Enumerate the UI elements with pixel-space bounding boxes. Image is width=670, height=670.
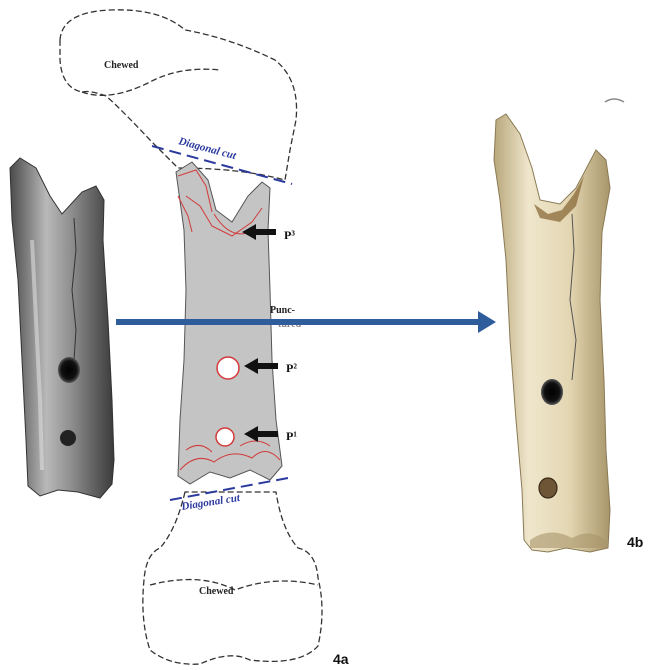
connecting-arrow xyxy=(116,311,496,333)
label-p2: P² xyxy=(286,361,297,375)
femur-distal-outline xyxy=(143,492,322,664)
femur-head-detail xyxy=(82,69,220,95)
bw-flute-body xyxy=(10,158,114,498)
shaft-hole-lower xyxy=(216,428,234,446)
arrow-right-icon xyxy=(478,311,496,333)
color-flute-hole-upper xyxy=(541,379,563,405)
label-punctured-1: Punc- xyxy=(270,305,295,316)
color-flute-hole-lower xyxy=(539,478,557,498)
femur-condyle-line xyxy=(150,580,318,590)
label-diagonal-cut-bottom: Diagonal cut xyxy=(180,492,242,513)
color-flute-photo: 4b xyxy=(494,99,643,552)
shaft-hole-middle xyxy=(217,357,239,379)
bw-flute-photo xyxy=(10,158,114,498)
bw-flute-hole-lower xyxy=(60,430,76,446)
bw-flute-hole-upper xyxy=(58,357,80,383)
arrow-shaft xyxy=(116,319,478,325)
label-figure-4a: 4a xyxy=(333,651,349,667)
label-p1: P¹ xyxy=(286,429,297,443)
label-p3: P³ xyxy=(284,228,295,242)
label-chewed-bottom: Chewed xyxy=(199,586,234,597)
label-figure-4b: 4b xyxy=(627,534,643,550)
corner-mark xyxy=(605,99,624,102)
label-diagonal-cut-top: Diagonal cut xyxy=(176,135,238,162)
label-chewed-top: Chewed xyxy=(104,60,139,71)
